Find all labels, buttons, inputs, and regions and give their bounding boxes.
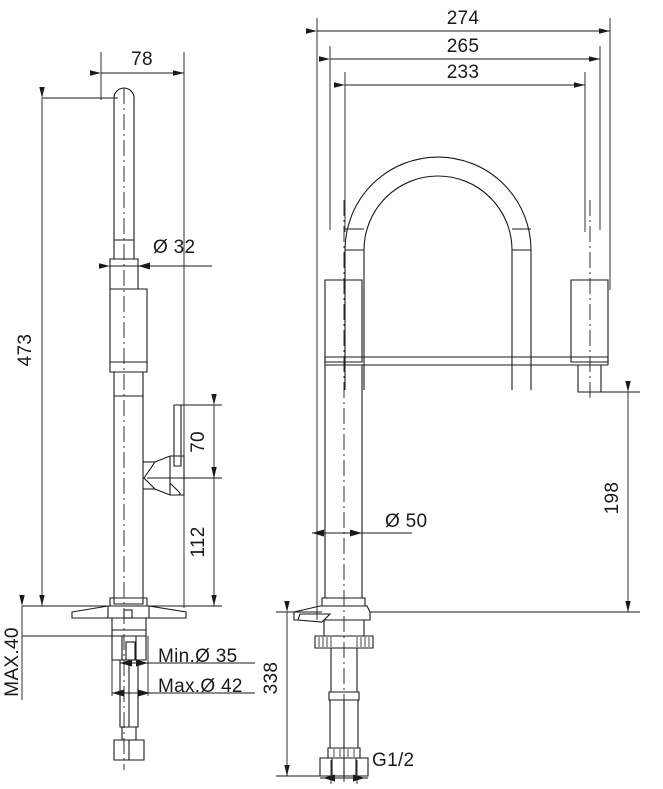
front-view-dimensions <box>276 18 640 784</box>
body-cylinder <box>109 288 148 363</box>
label-274: 274 <box>447 8 480 29</box>
arrowhead-35-right <box>136 659 148 667</box>
base-collar <box>113 371 144 397</box>
label-max-40: MAX.40 <box>2 627 23 696</box>
side-view-geometry <box>71 87 187 770</box>
label-min-dia-35: Min.Ø 35 <box>158 646 238 667</box>
label-dia-32: Ø 32 <box>153 237 195 258</box>
shank-upper <box>111 617 147 637</box>
label-265: 265 <box>447 36 480 57</box>
spout-upper-tube <box>113 87 135 260</box>
spout-outlet-nozzle <box>577 364 602 393</box>
body-lower-ring <box>109 361 148 373</box>
escutcheon-top-ring <box>109 597 148 607</box>
escutcheon-plate <box>71 605 187 619</box>
front-end-nut <box>319 757 369 777</box>
cross-bar <box>324 356 609 366</box>
arrowhead-50-left <box>312 529 324 537</box>
label-g12: G1/2 <box>372 750 414 771</box>
front-shank-step <box>328 691 360 701</box>
ferrule-hatching <box>333 749 355 757</box>
hose-end-nut <box>113 739 145 761</box>
spring-arch-inner <box>363 175 513 390</box>
label-max-dia-42: Max.Ø 42 <box>158 676 243 697</box>
label-233: 233 <box>447 62 480 83</box>
knurl-hatching <box>318 637 370 647</box>
handle-notch <box>169 482 181 495</box>
left-body-cylinder <box>324 279 363 363</box>
spring-arch-outer <box>344 156 532 390</box>
label-70: 70 <box>188 431 209 453</box>
front-escutcheon-ring <box>321 597 366 607</box>
label-78: 78 <box>131 49 153 70</box>
arrowhead-g12-left <box>323 774 335 782</box>
label-338: 338 <box>261 662 282 695</box>
front-escutcheon-chamfer <box>297 613 332 623</box>
right-body-cylinder <box>570 279 609 363</box>
side-view-dimensions <box>19 52 255 700</box>
label-dia-50: Ø 50 <box>385 511 427 532</box>
front-view-geometry <box>293 156 609 782</box>
handle-lever <box>173 404 182 467</box>
front-riser-column <box>324 364 363 599</box>
front-knurled-nut <box>314 635 374 649</box>
escutcheon-keyhole <box>123 609 133 619</box>
label-198: 198 <box>602 482 623 515</box>
label-112: 112 <box>188 526 209 557</box>
arrowhead-32-right <box>138 262 150 270</box>
shank-core <box>125 641 136 661</box>
dimension-text-group: 78 473 Ø 32 70 112 MAX.40 Min.Ø 35 Max.Ø… <box>2 8 623 771</box>
arrowhead-g12-right <box>353 774 365 782</box>
riser-column <box>113 395 144 605</box>
label-473: 473 <box>15 334 36 367</box>
arrowhead-35-left <box>120 659 132 667</box>
shank-nut-block <box>111 635 147 661</box>
arrowhead-50-right <box>350 529 362 537</box>
arrowhead-42-left <box>112 689 124 697</box>
arrowhead-42-right <box>138 689 150 697</box>
handle-body <box>143 455 185 496</box>
